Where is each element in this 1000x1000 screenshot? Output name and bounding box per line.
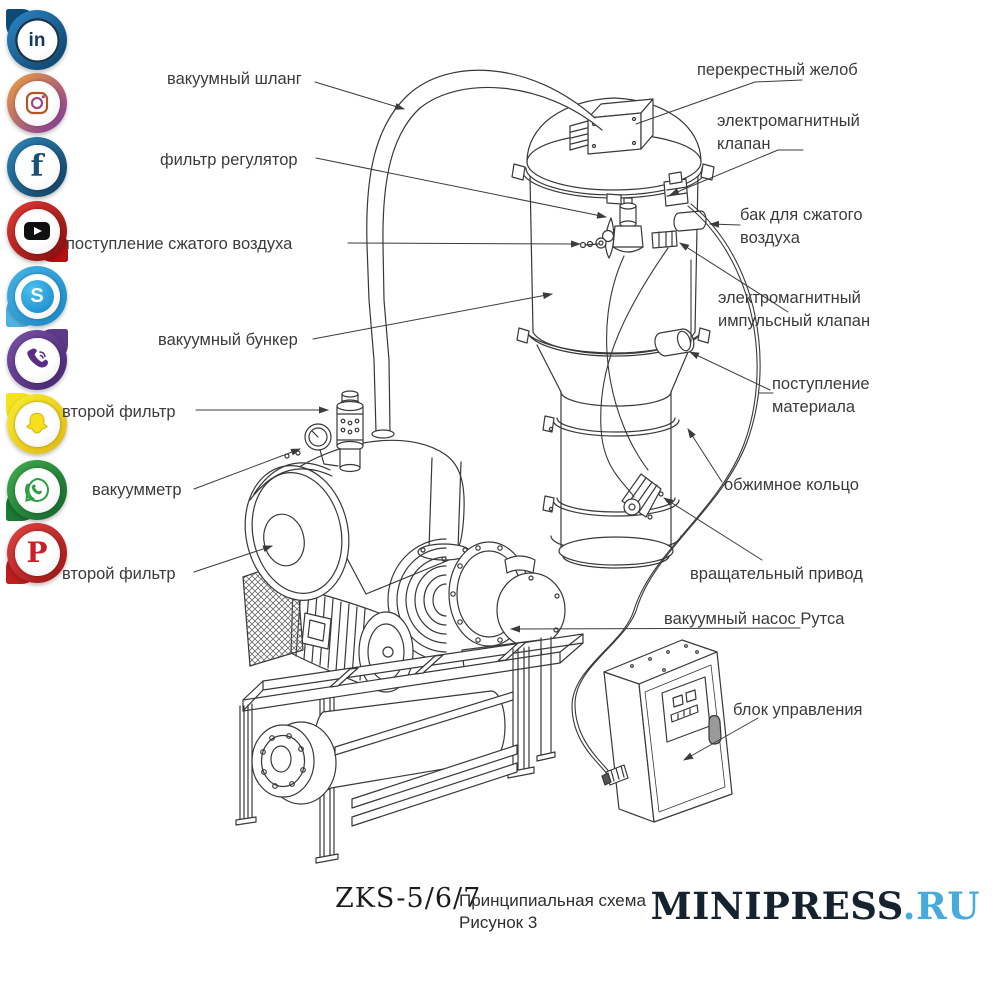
youtube-icon[interactable] bbox=[7, 201, 68, 262]
pinterest-icon-ring: P bbox=[7, 523, 67, 583]
vacuum-hose-drawing bbox=[366, 69, 603, 439]
instagram-icon[interactable] bbox=[7, 73, 67, 133]
pinterest-glyph: P bbox=[26, 536, 48, 569]
youtube-glyph bbox=[24, 222, 50, 240]
whatsapp-icon[interactable] bbox=[6, 460, 67, 521]
facebook-glyph: f bbox=[30, 149, 44, 184]
minipress-logo-name: MINIPRESS bbox=[650, 884, 903, 928]
skype-icon-ring: S bbox=[7, 266, 67, 326]
label-material-inlet: поступление материала bbox=[772, 375, 870, 416]
label-roots-pump: вакуумный насос Рутса bbox=[664, 610, 845, 628]
viber-icon-ring bbox=[7, 330, 67, 390]
label-solenoid-valve: электромагнитный клапан bbox=[717, 112, 860, 153]
label-solenoid-pulse-valve: электромагнитный импульсный клапан bbox=[718, 289, 871, 330]
skype-glyph: S bbox=[30, 285, 44, 307]
label-control-unit: блок управления bbox=[733, 701, 863, 719]
label-vacuum-gauge: вакуумметр bbox=[92, 481, 182, 499]
facebook-icon[interactable]: f bbox=[7, 137, 67, 197]
label-vacuum-hose: вакуумный шланг bbox=[167, 70, 302, 88]
label-vacuum-hopper: вакуумный бункер bbox=[158, 331, 298, 349]
facebook-icon-ring: f bbox=[7, 137, 67, 197]
pinterest-icon[interactable]: P bbox=[6, 523, 67, 584]
linkedin-icon-ring: in bbox=[7, 10, 67, 70]
skype-icon[interactable]: S bbox=[6, 266, 67, 327]
snapchat-icon[interactable] bbox=[6, 393, 67, 454]
control-box-drawing bbox=[601, 639, 733, 823]
whatsapp-icon-ring bbox=[7, 460, 67, 520]
snapchat-glyph bbox=[25, 412, 49, 434]
label-second-filter-lower: второй фильтр bbox=[62, 565, 176, 583]
figure-caption: Принципиальная схема Рисунок 3 bbox=[459, 890, 646, 934]
linkedin-icon[interactable]: in bbox=[6, 9, 67, 70]
vacuum-hopper-drawing bbox=[511, 97, 715, 569]
label-cross-chute: перекрестный желоб bbox=[697, 61, 858, 79]
label-compressed-air-inlet: поступление сжатого воздуха bbox=[66, 235, 293, 253]
label-rotary-drive: вращательный привод bbox=[690, 565, 863, 583]
instagram-icon-ring bbox=[7, 73, 67, 133]
filter-cover-drawing bbox=[244, 390, 364, 601]
figure-caption-line1: Принципиальная схема bbox=[459, 891, 646, 910]
filter-tank-drawing bbox=[298, 439, 471, 595]
label-second-filter-upper: второй фильтр bbox=[62, 403, 176, 421]
viber-icon[interactable] bbox=[7, 329, 68, 390]
label-compressed-air-tank: бак для сжатого воздуха bbox=[740, 206, 863, 247]
youtube-icon-ring bbox=[7, 201, 67, 261]
frame-drawing bbox=[235, 633, 584, 864]
viber-glyph bbox=[27, 348, 49, 368]
whatsapp-glyph bbox=[25, 477, 49, 502]
linkedin-glyph: in bbox=[28, 29, 46, 51]
cables-drawing bbox=[571, 203, 761, 778]
minipress-logo[interactable]: MINIPRESS.RU bbox=[651, 884, 980, 928]
minipress-logo-tld: .RU bbox=[902, 884, 980, 928]
model-number: ZKS-5/6/7 bbox=[335, 883, 482, 914]
instagram-glyph bbox=[25, 91, 49, 115]
snapchat-icon-ring bbox=[7, 394, 67, 454]
leader-lines bbox=[193, 79, 804, 761]
label-clamp-ring: обжимное кольцо bbox=[724, 476, 859, 494]
label-filter-regulator: фильтр регулятор bbox=[160, 151, 298, 169]
figure-caption-line2: Рисунок 3 bbox=[459, 912, 538, 932]
